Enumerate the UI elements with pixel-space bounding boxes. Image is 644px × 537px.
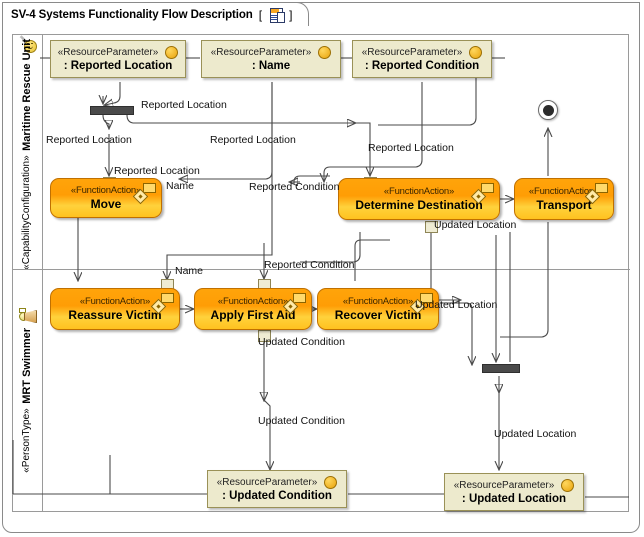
resource-parameter-updated-location[interactable]: «ResourceParameter» : Updated Location bbox=[444, 473, 584, 511]
resource-parameter-stereotype: «ResourceParameter» bbox=[453, 480, 555, 491]
output-pin-apply-first-aid[interactable] bbox=[258, 330, 271, 342]
function-action-label: Determine Destination bbox=[355, 198, 483, 212]
edge-label: Reported Location bbox=[114, 165, 200, 177]
edge-label: Updated Condition bbox=[258, 336, 345, 348]
swimlane-header-mrt-swimmer: «PersonType» MRT Swimmer bbox=[13, 270, 43, 511]
behavior-badges bbox=[409, 293, 433, 315]
swimlane-mrt-swimmer[interactable]: «PersonType» MRT Swimmer bbox=[13, 270, 630, 511]
resource-parameter-label: : Reported Condition bbox=[364, 60, 480, 72]
function-action-apply-first-aid[interactable]: «FunctionAction» Apply First Aid bbox=[194, 288, 312, 330]
function-action-stereotype: «FunctionAction» bbox=[79, 296, 151, 307]
function-action-label: Move bbox=[90, 197, 122, 211]
edge-label: Reported Condition bbox=[249, 181, 340, 193]
function-action-stereotype: «FunctionAction» bbox=[217, 296, 289, 307]
behavior-badges bbox=[470, 183, 494, 205]
edge-label: Updated Condition bbox=[258, 415, 345, 427]
function-action-move[interactable]: «FunctionAction» Move bbox=[50, 178, 162, 218]
behavior-badges bbox=[132, 183, 156, 205]
resource-parameter-label: : Updated Location bbox=[461, 493, 567, 505]
resource-parameter-stereotype: «ResourceParameter» bbox=[216, 477, 318, 488]
function-action-reassure-victim[interactable]: «FunctionAction» Reassure Victim bbox=[50, 288, 180, 330]
object-node-icon bbox=[318, 46, 332, 59]
function-action-label: Apply First Aid bbox=[210, 308, 296, 322]
page-title: SV-4 Systems Functionality Flow Descript… bbox=[11, 8, 253, 21]
resource-parameter-reported-location[interactable]: «ResourceParameter» : Reported Location bbox=[50, 40, 186, 78]
edge-label: Reported Location bbox=[141, 99, 227, 111]
function-action-label: Reassure Victim bbox=[68, 308, 162, 322]
function-action-transport[interactable]: «FunctionAction» Transport bbox=[514, 178, 614, 220]
fork-bar[interactable] bbox=[90, 106, 134, 115]
title-bracket-close: ] bbox=[289, 7, 293, 22]
object-node-icon bbox=[165, 46, 179, 59]
edge-label: Name bbox=[166, 180, 195, 192]
swimlane-container: «CapabilityConfiguration» Maritime Rescu… bbox=[12, 34, 630, 512]
function-action-stereotype: «FunctionAction» bbox=[383, 186, 455, 197]
activity-diagram-icon bbox=[268, 7, 286, 23]
function-action-stereotype: «FunctionAction» bbox=[342, 296, 414, 307]
behavior-badges bbox=[150, 293, 174, 315]
title-bracket-open: [ bbox=[258, 7, 263, 22]
resource-parameter-stereotype: «ResourceParameter» bbox=[210, 47, 312, 58]
diagram-frame bbox=[2, 2, 640, 533]
diagram-title-bar: SV-4 Systems Functionality Flow Descript… bbox=[2, 2, 310, 26]
resource-parameter-label: : Reported Location bbox=[63, 60, 173, 72]
object-node-icon bbox=[561, 479, 575, 492]
resource-parameter-label: : Updated Condition bbox=[222, 490, 332, 502]
edge-label: Updated Location bbox=[494, 428, 577, 440]
function-action-label: Recover Victim bbox=[334, 308, 422, 322]
function-action-label: Transport bbox=[536, 198, 592, 212]
function-action-stereotype: «FunctionAction» bbox=[70, 185, 142, 196]
edge-label: Updated Location bbox=[434, 219, 517, 231]
resource-parameter-reported-condition[interactable]: «ResourceParameter» : Reported Condition bbox=[352, 40, 492, 78]
resource-parameter-name[interactable]: «ResourceParameter» : Name bbox=[201, 40, 341, 78]
object-node-icon bbox=[324, 476, 338, 489]
function-action-determine-destination[interactable]: «FunctionAction» Determine Destination bbox=[338, 178, 500, 220]
swimlane-header-maritime-rescue-unit: «CapabilityConfiguration» Maritime Rescu… bbox=[13, 35, 43, 269]
resource-parameter-updated-condition[interactable]: «ResourceParameter» : Updated Condition bbox=[207, 470, 347, 508]
rake-icon bbox=[143, 183, 156, 193]
edge-label: Reported Location bbox=[368, 142, 454, 154]
swimlane-divider bbox=[13, 269, 630, 270]
edge-label: Reported Location bbox=[210, 134, 296, 146]
swimlane-maritime-rescue-unit[interactable]: «CapabilityConfiguration» Maritime Rescu… bbox=[13, 35, 630, 269]
edge-label: Reported Condition bbox=[264, 259, 355, 271]
edge-label: Reported Location bbox=[46, 134, 132, 146]
edge-label: Name bbox=[175, 265, 204, 277]
output-pin-determine-destination[interactable] bbox=[425, 221, 438, 233]
function-action-recover-victim[interactable]: «FunctionAction» Recover Victim bbox=[317, 288, 439, 330]
resource-parameter-stereotype: «ResourceParameter» bbox=[361, 47, 463, 58]
rake-icon bbox=[595, 183, 608, 193]
rake-icon bbox=[293, 293, 306, 303]
function-action-stereotype: «FunctionAction» bbox=[528, 186, 600, 197]
edge-label: Updated Location bbox=[415, 299, 498, 311]
rake-icon bbox=[481, 183, 494, 193]
rake-icon bbox=[161, 293, 174, 303]
join-bar[interactable] bbox=[482, 364, 520, 373]
resource-parameter-label: : Name bbox=[251, 60, 291, 72]
resource-parameter-stereotype: «ResourceParameter» bbox=[57, 47, 159, 58]
rake-icon bbox=[420, 293, 433, 303]
behavior-badges bbox=[282, 293, 306, 315]
person-type-icon bbox=[19, 308, 37, 324]
activity-final-node[interactable] bbox=[538, 100, 558, 120]
object-node-icon bbox=[469, 46, 483, 59]
behavior-badges bbox=[584, 183, 608, 205]
